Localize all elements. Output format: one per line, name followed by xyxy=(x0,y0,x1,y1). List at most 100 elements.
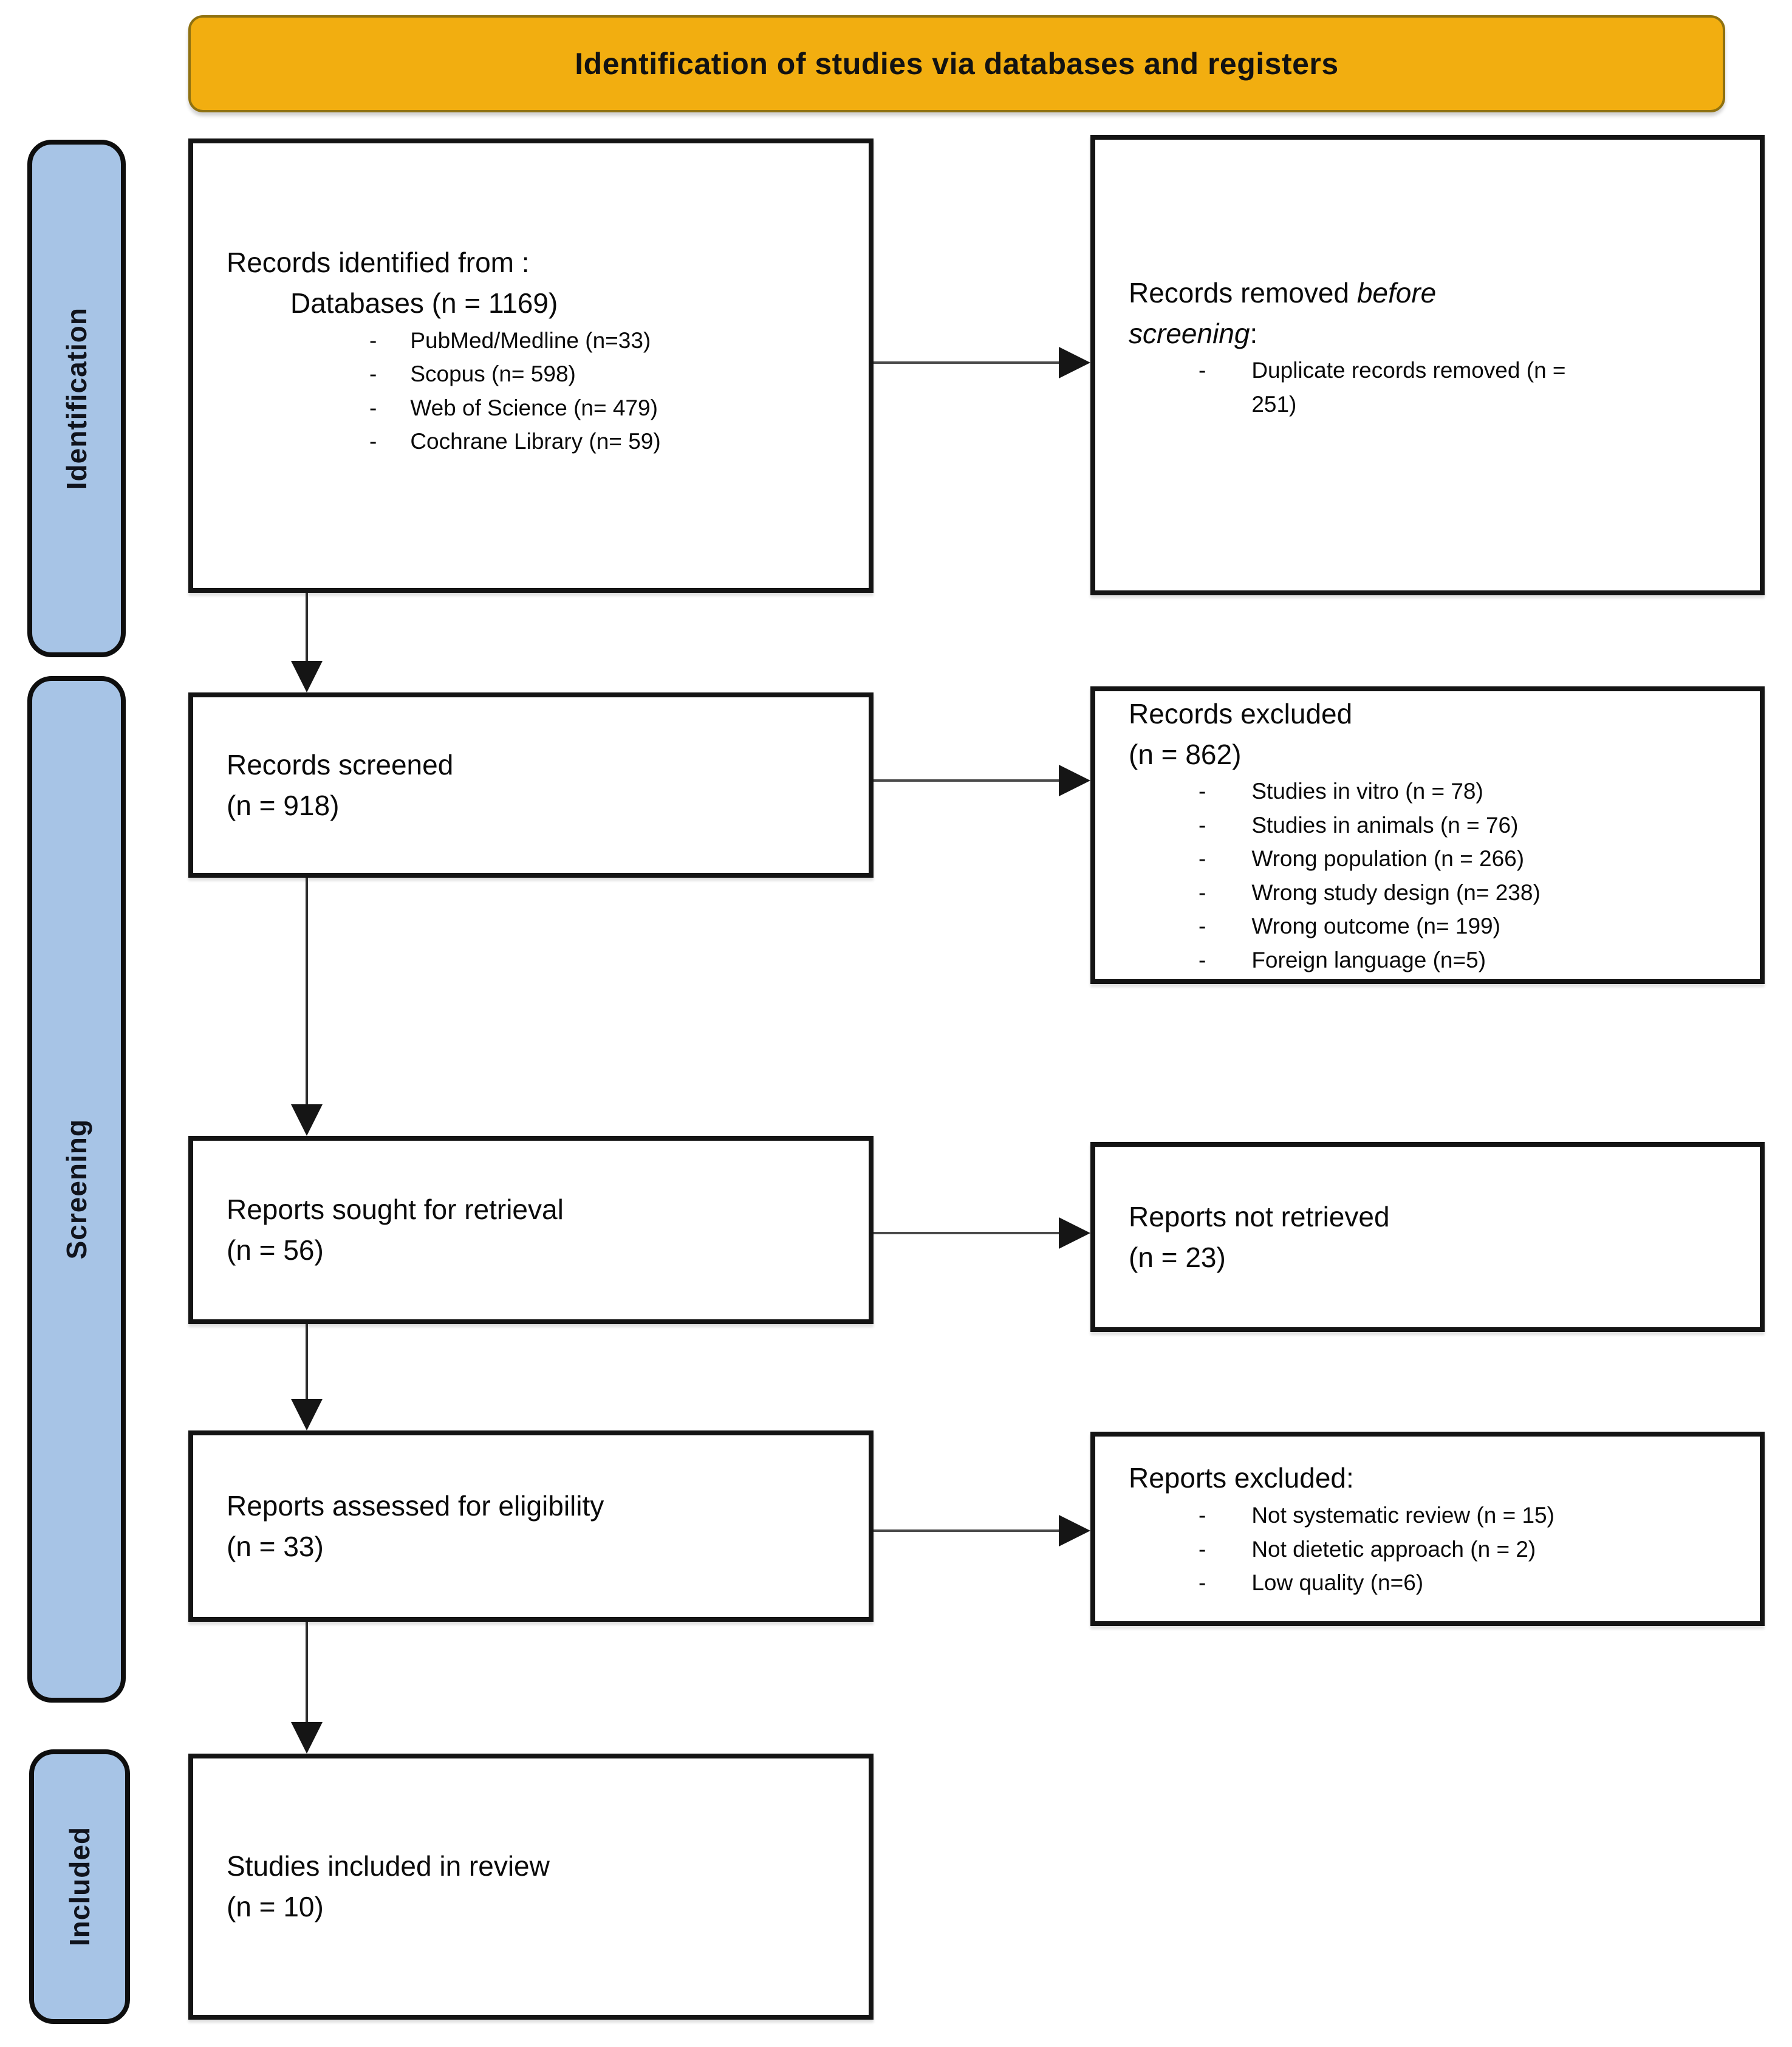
list-item-text: Not dietetic approach (n = 2) xyxy=(1251,1536,1536,1562)
list-marker: - xyxy=(1199,358,1206,383)
arrow-right-icon xyxy=(1059,765,1090,796)
list-marker: - xyxy=(1199,779,1206,804)
list-item: - Wrong outcome (n= 199) xyxy=(1129,909,1736,943)
arrow-assessed-to-reports-excluded xyxy=(874,1514,1090,1547)
list-item-text: Scopus (n= 598) xyxy=(410,361,576,387)
list-item-text: Cochrane Library (n= 59) xyxy=(410,429,661,454)
arrow-identified-to-removed xyxy=(874,346,1090,379)
arrow-shaft xyxy=(306,1622,308,1724)
list-marker: - xyxy=(1199,846,1206,872)
list-item-text: Studies in animals (n = 76) xyxy=(1251,812,1519,838)
title-suffix: : xyxy=(1250,317,1258,349)
list-marker: - xyxy=(1199,880,1206,905)
arrow-shaft xyxy=(306,593,308,663)
arrow-right-icon xyxy=(1059,1217,1090,1249)
box-reports-not-retrieved: Reports not retrieved (n = 23) xyxy=(1090,1142,1765,1332)
arrow-right-icon xyxy=(1059,1515,1090,1546)
box-studies-included-count: (n = 10) xyxy=(227,1891,324,1922)
list-item-text: PubMed/Medline (n=33) xyxy=(410,327,651,353)
list-item-text: Studies in vitro (n = 78) xyxy=(1251,779,1483,804)
box-records-removed: Records removed before screening: - Dupl… xyxy=(1090,135,1765,595)
list-marker: - xyxy=(369,395,377,420)
list-marker: - xyxy=(1199,947,1206,972)
stage-label-included-text: Included xyxy=(64,1827,95,1947)
list-item-text: Wrong study design (n= 238) xyxy=(1251,880,1541,905)
list-item: - Cochrane Library (n= 59) xyxy=(227,425,844,459)
stage-label-included: Included xyxy=(29,1749,130,2024)
box-records-excluded-count: (n = 862) xyxy=(1129,738,1242,770)
box-studies-included: Studies included in review (n = 10) xyxy=(188,1754,874,2020)
stage-label-screening-text: Screening xyxy=(61,1119,92,1260)
list-item-text: Wrong outcome (n= 199) xyxy=(1251,914,1500,939)
stage-label-identification-text: Identification xyxy=(61,307,92,490)
box-reports-excluded-title: Reports excluded: xyxy=(1129,1462,1354,1494)
list-item: - Wrong population (n = 266) xyxy=(1129,842,1736,876)
box-reports-sought-title: Reports sought for retrieval xyxy=(227,1194,564,1226)
box-reports-assessed: Reports assessed for eligibility (n = 33… xyxy=(188,1430,874,1622)
arrow-screened-to-excluded xyxy=(874,764,1090,797)
arrow-shaft xyxy=(874,361,1061,364)
box-records-excluded-title: Records excluded xyxy=(1129,697,1353,730)
box-reports-sought-count: (n = 56) xyxy=(227,1234,324,1266)
list-marker: - xyxy=(369,429,377,454)
list-item: - Duplicate records removed (n = 251) xyxy=(1129,354,1736,421)
arrow-identified-to-screened xyxy=(290,593,323,692)
box-reports-not-retrieved-title: Reports not retrieved xyxy=(1129,1200,1390,1232)
box-studies-included-title: Studies included in review xyxy=(227,1850,550,1882)
banner-title: Identification of studies via databases … xyxy=(575,47,1339,81)
box-reports-assessed-title: Reports assessed for eligibility xyxy=(227,1489,604,1522)
list-item-text: Not systematic review (n = 15) xyxy=(1251,1503,1554,1528)
box-reports-assessed-count: (n = 33) xyxy=(227,1530,324,1562)
arrow-shaft xyxy=(874,779,1061,782)
box-reports-sought: Reports sought for retrieval (n = 56) xyxy=(188,1136,874,1324)
arrow-shaft xyxy=(306,1324,308,1401)
list-item: - Wrong study design (n= 238) xyxy=(1129,876,1736,910)
box-records-screened: Records screened (n = 918) xyxy=(188,692,874,878)
list-item: - Studies in vitro (n = 78) xyxy=(1129,774,1736,808)
records-identified-list: - PubMed/Medline (n=33) - Scopus (n= 598… xyxy=(227,324,844,459)
list-item: - Web of Science (n= 479) xyxy=(227,391,844,425)
list-item: - Scopus (n= 598) xyxy=(227,357,844,391)
list-item: - Low quality (n=6) xyxy=(1129,1566,1736,1600)
list-marker: - xyxy=(369,361,377,387)
list-item-text: Wrong population (n = 266) xyxy=(1251,846,1525,872)
arrow-shaft xyxy=(874,1529,1061,1532)
arrow-shaft xyxy=(306,878,308,1107)
arrow-shaft xyxy=(874,1232,1061,1234)
stage-label-screening: Screening xyxy=(27,676,126,1703)
arrow-screened-to-sought xyxy=(290,878,323,1136)
title-prefix: Records removed xyxy=(1129,276,1357,309)
list-marker: - xyxy=(369,327,377,353)
list-item-text: Low quality (n=6) xyxy=(1251,1570,1424,1596)
stage-label-identification: Identification xyxy=(27,140,126,657)
list-item-text: Web of Science (n= 479) xyxy=(410,395,658,420)
list-item: - Not systematic review (n = 15) xyxy=(1129,1499,1736,1533)
arrow-sought-to-not-retrieved xyxy=(874,1217,1090,1249)
list-item-text: Duplicate records removed (n = 251) xyxy=(1251,358,1566,417)
box-records-identified-title: Records identified from : xyxy=(227,247,530,279)
banner: Identification of studies via databases … xyxy=(188,15,1725,112)
box-records-identified: Records identified from : Databases (n =… xyxy=(188,138,874,593)
arrow-down-icon xyxy=(291,1104,323,1136)
records-removed-list: - Duplicate records removed (n = 251) xyxy=(1129,354,1736,421)
list-item: - Not dietetic approach (n = 2) xyxy=(1129,1533,1736,1567)
list-marker: - xyxy=(1199,1570,1206,1596)
list-marker: - xyxy=(1199,812,1206,838)
arrow-down-icon xyxy=(291,1399,323,1430)
box-records-identified-subtitle: Databases (n = 1169) xyxy=(290,287,558,319)
box-records-excluded: Records excluded (n = 862) - Studies in … xyxy=(1090,686,1765,984)
title-italic: before screening xyxy=(1129,276,1437,349)
arrow-assessed-to-included xyxy=(290,1622,323,1754)
list-marker: - xyxy=(1199,1503,1206,1528)
records-excluded-list: - Studies in vitro (n = 78) - Studies in… xyxy=(1129,774,1736,977)
arrow-right-icon xyxy=(1059,347,1090,378)
box-records-removed-title: Records removed before screening: xyxy=(1129,273,1554,354)
list-marker: - xyxy=(1199,914,1206,939)
reports-excluded-list: - Not systematic review (n = 15) - Not d… xyxy=(1129,1499,1736,1600)
list-item: - Studies in animals (n = 76) xyxy=(1129,808,1736,842)
box-reports-not-retrieved-count: (n = 23) xyxy=(1129,1241,1226,1273)
arrow-down-icon xyxy=(291,661,323,692)
list-marker: - xyxy=(1199,1536,1206,1562)
box-reports-excluded: Reports excluded: - Not systematic revie… xyxy=(1090,1432,1765,1626)
